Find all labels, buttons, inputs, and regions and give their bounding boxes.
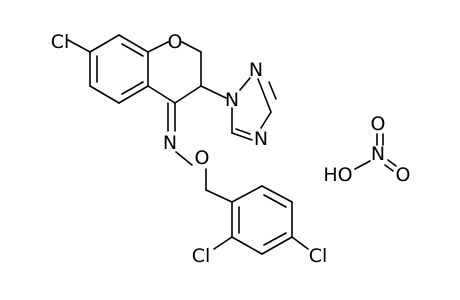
- triazole-bonds: [231, 77, 277, 141]
- nitrogen-label-triazole-1: N: [225, 89, 239, 111]
- oxygen-label-oxime: O: [195, 147, 210, 169]
- nitrogen-label-oxime: N: [163, 132, 177, 154]
- chlorine-label-para: Cl: [309, 245, 328, 267]
- nitrate-nitrogen-label: N: [371, 143, 385, 165]
- nitrogen-label-triazole-4: N: [254, 128, 268, 150]
- atom-labels: Cl O N O N N N Cl Cl: [51, 31, 328, 267]
- oxygen-label-pyran: O: [168, 31, 183, 53]
- nitrate-bonds: [354, 133, 397, 172]
- dichlorophenyl-bonds: [213, 185, 309, 255]
- chlorine-label-chromane: Cl: [51, 31, 70, 53]
- nitrate-labels: HO N O O: [323, 113, 410, 186]
- nitrate-oxygen-right-label: O: [396, 164, 411, 186]
- nitrate-oxygen-top-label: O: [371, 113, 386, 135]
- hydroxyl-label: HO: [323, 164, 352, 186]
- nitrogen-label-triazole-2: N: [249, 59, 263, 81]
- chromanone-bonds: [67, 34, 233, 203]
- chlorine-label-ortho: Cl: [192, 245, 211, 267]
